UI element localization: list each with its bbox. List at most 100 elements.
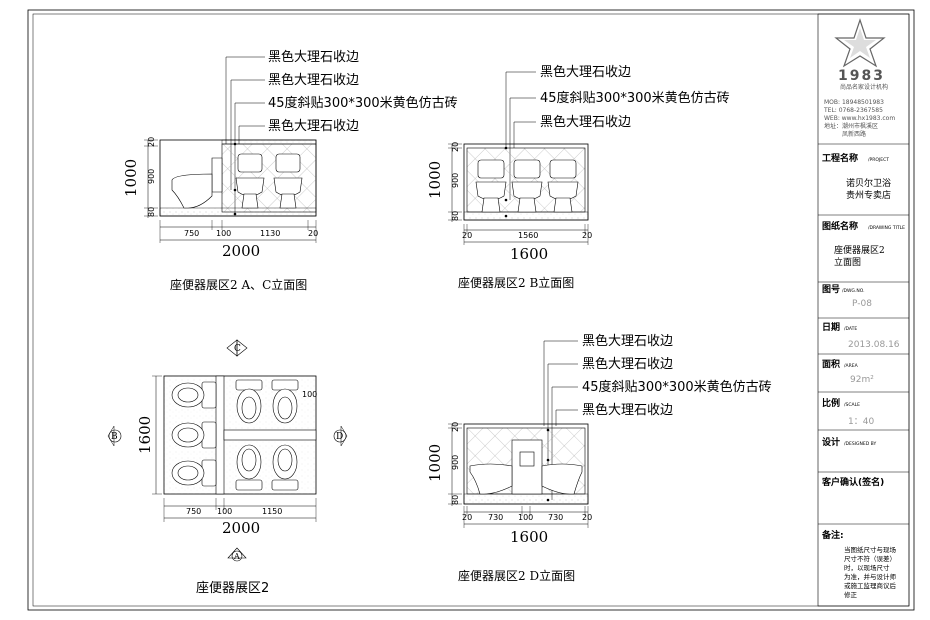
dim-b-h3: 80 (451, 211, 460, 221)
dim-ac-h2: 900 (147, 169, 156, 184)
dim-b-seg2: 1560 (518, 231, 538, 240)
callout-ac-2: 黑色大理石收边 (268, 72, 359, 88)
callout-d-2: 黑色大理石收边 (582, 356, 673, 372)
dim-d-seg1: 20 (462, 513, 472, 522)
project-label: 工程名称 (822, 152, 858, 164)
dim-d-seg5: 20 (582, 513, 592, 522)
marker-b: B (107, 425, 122, 447)
project-sublabel: /PROJECT (868, 157, 889, 163)
dim-d-seg3: 100 (518, 513, 533, 522)
dim-ac-seg1: 750 (184, 229, 199, 238)
callout-d-3: 45度斜贴300*300米黄色仿古砖 (582, 379, 772, 395)
date-sublabel: /DATE (844, 326, 857, 332)
drawing-title-sublabel: /DRAWING TITLE (868, 225, 905, 231)
area-value: 92m² (850, 375, 874, 385)
scale-label: 比例 (822, 397, 840, 409)
dim-ac-seg3: 1130 (260, 229, 280, 238)
dim-ac-seg2: 100 (216, 229, 231, 238)
remark-line-4: 为准，并与设计师 (844, 572, 897, 581)
callout-ac-4: 黑色大理石收边 (268, 118, 359, 134)
drawing-title-label: 图纸名称 (822, 220, 858, 232)
dim-plan-seg1: 750 (186, 507, 201, 516)
remark-line-6: 修正 (844, 590, 858, 599)
remark-line-5: 或施工监理商议后 (844, 581, 897, 590)
dim-ac-h1: 20 (147, 137, 156, 147)
elevation-d: 黑色大理石收边 黑色大理石收边 45度斜贴300*300米黄色仿古砖 黑色大理石… (426, 333, 772, 583)
dim-b-h2: 900 (451, 173, 460, 188)
caption-elev-ac: 座便器展区2 A、C立面图 (170, 277, 307, 292)
callout-d-1: 黑色大理石收边 (582, 333, 673, 349)
dwg-no-sublabel: /DWG.NO. (842, 288, 865, 294)
drawing-title-value-1: 座便器展区2 (834, 244, 885, 256)
dim-b-overall: 1600 (510, 245, 548, 263)
date-label: 日期 (822, 321, 840, 333)
svg-text:D: D (336, 432, 343, 442)
drawing-title-value-2: 立面图 (834, 256, 861, 268)
dim-d-overall: 1600 (510, 528, 548, 546)
svg-text:B: B (111, 432, 118, 442)
dim-d-h3: 80 (451, 495, 460, 505)
dim-d-height-total: 1000 (426, 444, 444, 482)
callout-b-1: 黑色大理石收边 (540, 64, 631, 80)
logo-text: 1983 (838, 68, 885, 84)
designer-sublabel: /DESIGNED BY (844, 441, 876, 447)
project-value-2: 贵州专卖店 (846, 189, 891, 201)
remarks-label: 备注: (821, 529, 844, 541)
contact-mob: MOB: 18948501983 (824, 99, 884, 106)
callout-ac-3: 45度斜贴300*300米黄色仿古砖 (268, 95, 458, 111)
dim-b-h1: 20 (451, 142, 460, 152)
marker-c: C (226, 339, 248, 357)
dim-b-height-total: 1000 (426, 161, 444, 199)
dim-ac-seg4: 20 (308, 229, 318, 238)
callout-ac-1: 黑色大理石收边 (268, 49, 359, 65)
logo-subtitle: 尚品名家设计机构 (840, 83, 888, 91)
dwg-no-value: P-08 (852, 299, 872, 309)
svg-text:A: A (233, 552, 240, 561)
caption-elev-b: 座便器展区2 B立面图 (458, 275, 574, 290)
contact-address-1: 地址：潮州市枫溪区 (824, 122, 878, 130)
caption-elev-d: 座便器展区2 D立面图 (458, 568, 575, 583)
callout-b-3: 黑色大理石收边 (540, 114, 631, 130)
dim-d-h1: 20 (451, 422, 460, 432)
marker-d: D (333, 425, 348, 447)
svg-text:C: C (234, 344, 241, 354)
area-label: 面积 (822, 358, 840, 370)
remark-line-2: 尺寸不符（误差） (844, 554, 896, 563)
elevation-b: 黑色大理石收边 45度斜贴300*300米黄色仿古砖 黑色大理石收边 20 90… (426, 64, 730, 290)
scale-sublabel: /SCALE (844, 402, 860, 408)
plan-view: 100 1600 750 100 1150 2000 C B D (107, 339, 348, 596)
client-signature-label: 客户确认(签名) (821, 476, 884, 488)
remark-line-3: 时，以现场尺寸 (844, 563, 890, 572)
marker-a: A (227, 547, 247, 562)
date-value: 2013.08.16 (848, 340, 900, 350)
caption-plan: 座便器展区2 (196, 581, 269, 596)
dim-plan-side: 100 (302, 390, 317, 399)
logo-star-icon (834, 18, 886, 68)
project-value-1: 诺贝尔卫浴 (846, 177, 891, 189)
contact-address-2: 凤新西路 (842, 130, 866, 138)
dim-plan-overall: 2000 (222, 519, 260, 537)
dim-d-h2: 900 (451, 455, 460, 470)
contact-tel: TEL: 0768-2367585 (823, 107, 883, 114)
remark-line-1: 当图纸尺寸与现场 (844, 545, 897, 554)
dim-plan-seg2: 100 (217, 507, 232, 516)
elevation-ac: 黑色大理石收边 黑色大理石收边 45度斜贴300*300米黄色仿古砖 黑色大理石… (122, 49, 458, 292)
dim-ac-overall: 2000 (222, 242, 260, 260)
dim-b-seg1: 20 (462, 231, 472, 240)
title-block: 1983 尚品名家设计机构 MOB: 18948501983 TEL: 0768… (817, 13, 910, 607)
dim-plan-seg3: 1150 (262, 507, 282, 516)
dim-d-seg4: 730 (548, 513, 563, 522)
contact-web: WEB: www.hx1983.com (824, 115, 895, 122)
dim-b-seg3: 20 (582, 231, 592, 240)
dim-ac-height-total: 1000 (122, 159, 140, 197)
dim-plan-height-total: 1600 (136, 416, 154, 454)
scale-value: 1：40 (848, 417, 874, 427)
designer-label: 设计 (822, 436, 840, 448)
callout-b-2: 45度斜贴300*300米黄色仿古砖 (540, 90, 730, 106)
callout-d-4: 黑色大理石收边 (582, 402, 673, 418)
area-sublabel: /AREA (844, 363, 859, 369)
dwg-no-label: 图号 (822, 284, 840, 295)
sheet-outer-frame (27, 9, 915, 611)
dim-d-seg2: 730 (488, 513, 503, 522)
